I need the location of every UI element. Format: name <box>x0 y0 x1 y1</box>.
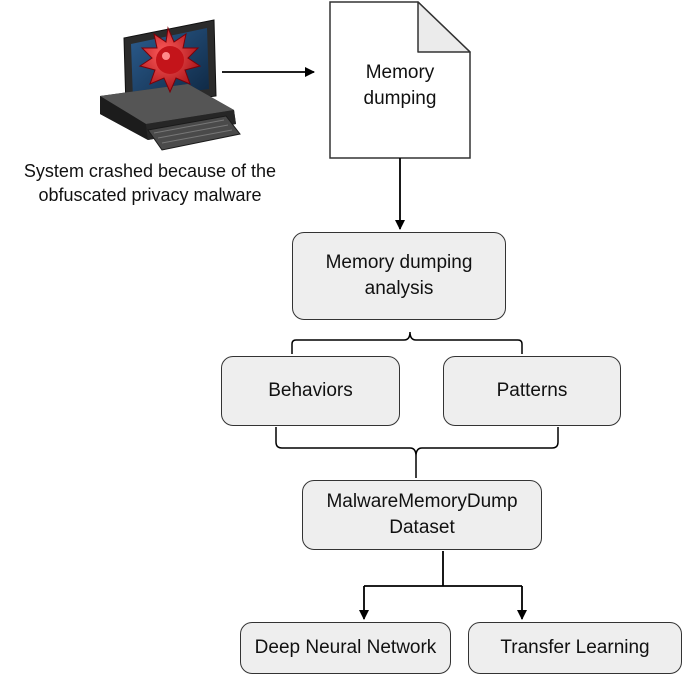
system-crash-caption: System crashed because of the obfuscated… <box>23 161 277 205</box>
arrow-split-connector <box>364 551 522 587</box>
behaviors-box: Behaviors <box>221 356 400 426</box>
memory-dumping-analysis-label: Memory dumping analysis <box>325 251 473 299</box>
transfer-learning-label: Transfer Learning <box>500 636 650 658</box>
memory-dumping-label: Memory dumping <box>363 62 437 110</box>
dataset-label: MalwareMemoryDump Dataset <box>326 490 518 538</box>
patterns-box: Patterns <box>443 356 621 426</box>
dataset-box: MalwareMemoryDump Dataset <box>302 480 542 550</box>
virus-icon <box>138 26 202 94</box>
memory-dumping-analysis-box: Memory dumping analysis <box>292 232 506 320</box>
deep-neural-network-label: Deep Neural Network <box>254 636 437 658</box>
document-icon <box>329 1 471 159</box>
patterns-label: Patterns <box>496 379 568 401</box>
computer-with-virus-icon <box>100 19 241 151</box>
behaviors-label: Behaviors <box>268 379 353 401</box>
deep-neural-network-box: Deep Neural Network <box>240 622 451 674</box>
brace-analysis-split <box>291 331 523 354</box>
brace-merge-to-dataset <box>275 427 559 457</box>
transfer-learning-box: Transfer Learning <box>468 622 682 674</box>
